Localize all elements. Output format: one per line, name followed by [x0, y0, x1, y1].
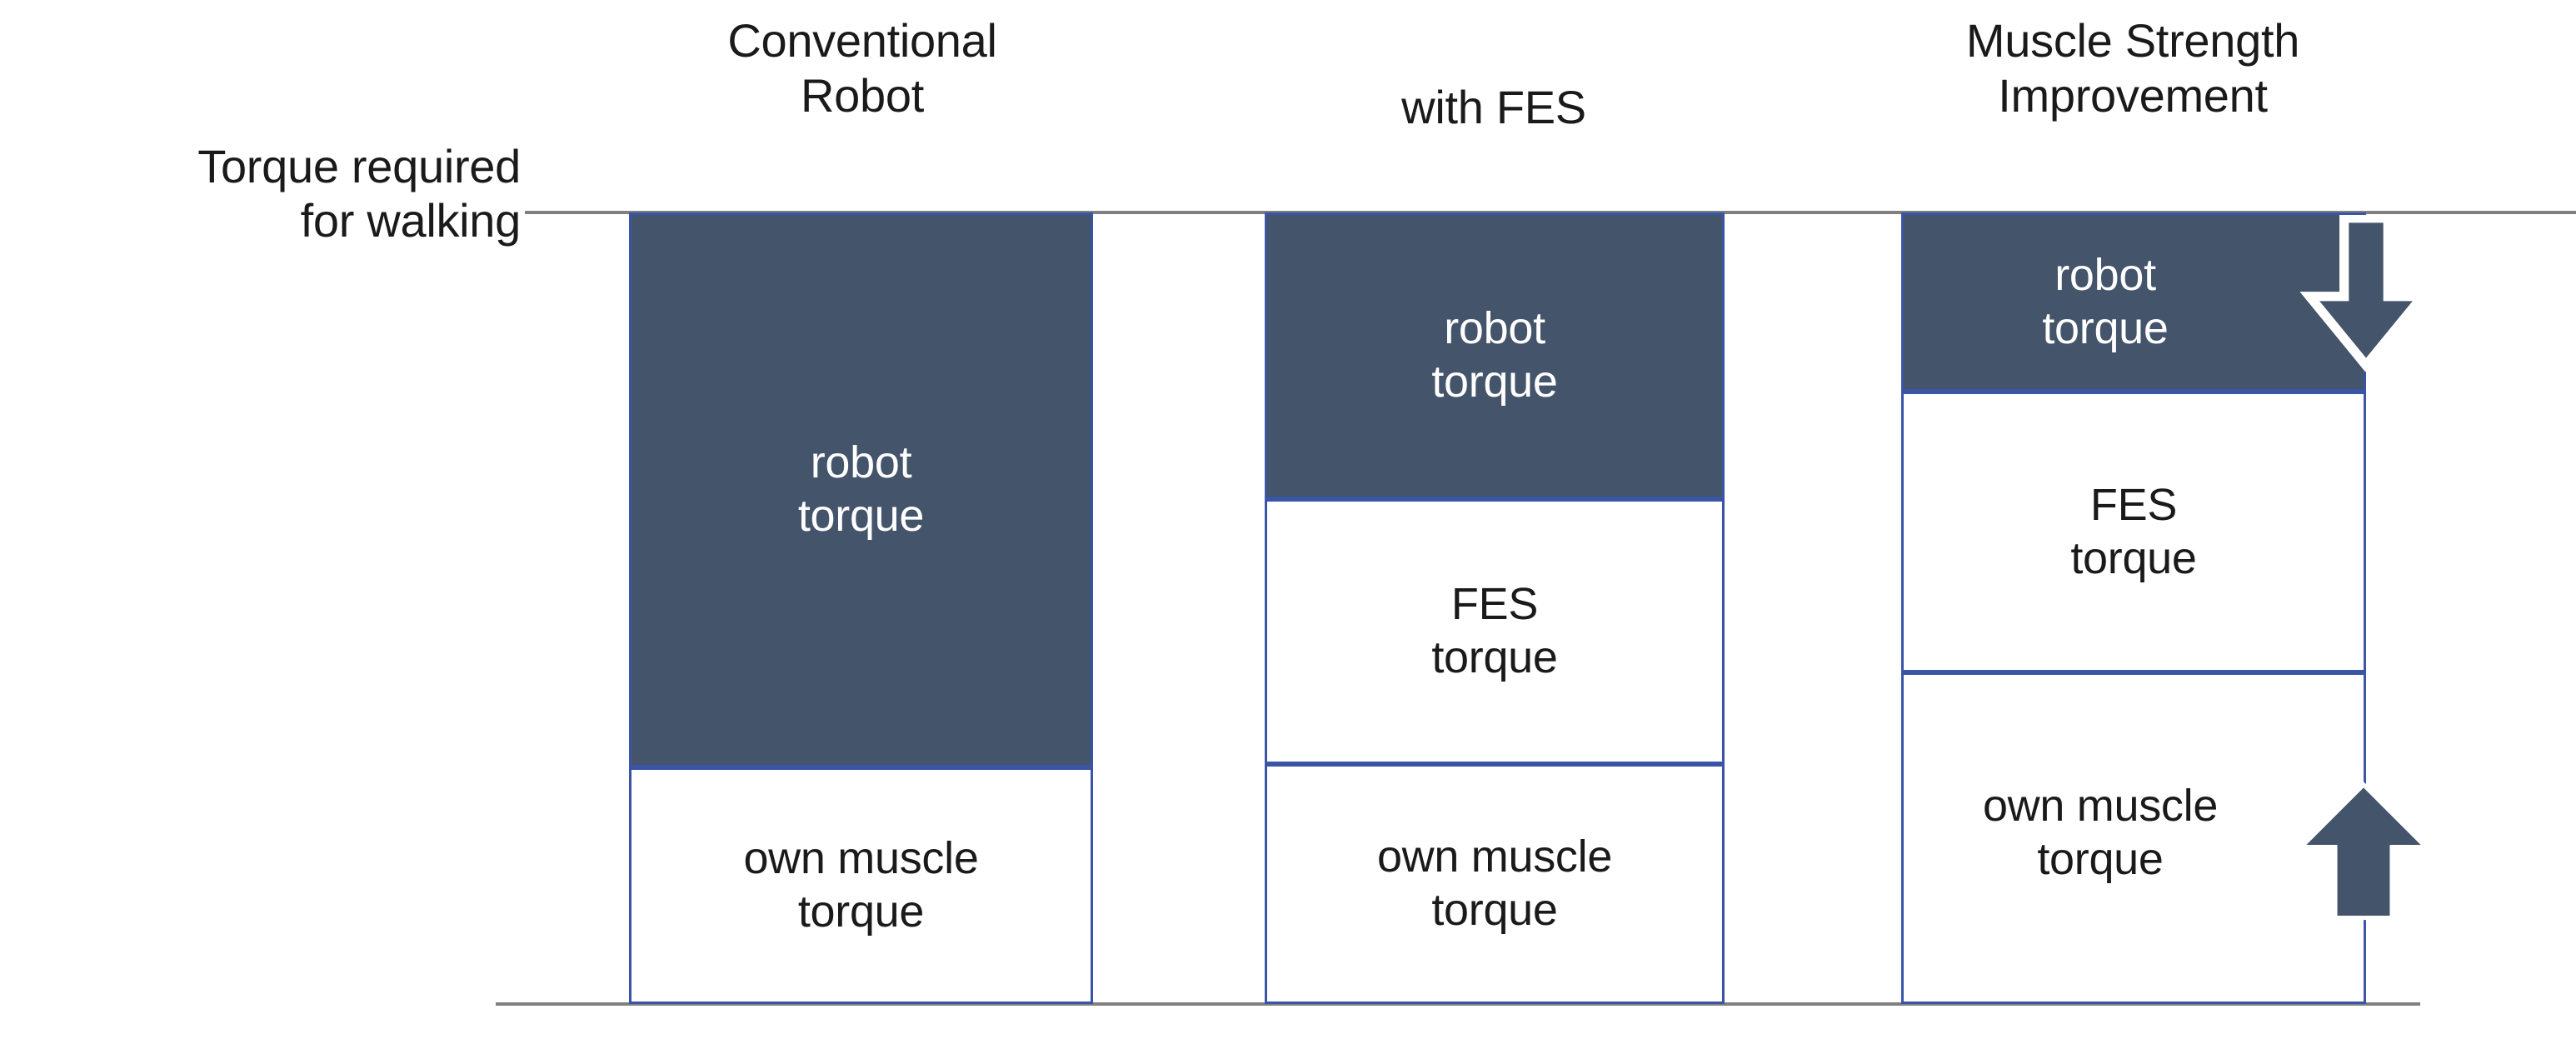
segment-label-fes-torque: FES torque — [1431, 579, 1558, 682]
column-header-muscle-strength-improvement: Muscle Strength Improvement — [1965, 14, 2300, 122]
y-axis-caption: Torque required for walking — [197, 140, 521, 247]
segment-robot-torque[interactable]: robot torque — [1265, 212, 1725, 499]
segment-robot-torque[interactable]: robot torque — [629, 212, 1093, 767]
segment-label-robot-torque: robot torque — [2042, 249, 2169, 353]
zero-baseline — [496, 1002, 2420, 1006]
stacked-bar-muscle-strength-improvement: robot torque FES torque own muscle torqu… — [1901, 212, 2366, 1004]
column-header-conventional-robot: Conventional Robot — [727, 14, 997, 122]
column-header-with-fes: with FES — [1401, 81, 1586, 133]
segment-label-own-muscle-torque: own muscle torque — [1376, 832, 1613, 935]
segment-label-robot-torque: robot torque — [1431, 303, 1558, 407]
segment-label-fes-torque: FES torque — [2070, 479, 2197, 583]
stacked-bar-conventional-robot: robot torque own muscle torque — [629, 212, 1093, 1004]
segment-fes-torque[interactable]: FES torque — [1265, 499, 1725, 764]
segment-label-own-muscle-torque: own muscle torque — [743, 833, 979, 937]
segment-label-own-muscle-torque: own muscle torque — [1982, 781, 2219, 884]
segment-fes-torque[interactable]: FES torque — [1901, 392, 2366, 672]
segment-own-muscle-torque[interactable]: own muscle torque — [629, 767, 1093, 1004]
down-arrow-icon — [2299, 215, 2433, 372]
stacked-bar-with-fes: robot torque FES torque own muscle torqu… — [1265, 212, 1725, 1004]
up-arrow-icon — [2296, 782, 2431, 921]
segment-own-muscle-torque[interactable]: own muscle torque — [1265, 764, 1725, 1004]
segment-label-robot-torque: robot torque — [797, 437, 925, 541]
